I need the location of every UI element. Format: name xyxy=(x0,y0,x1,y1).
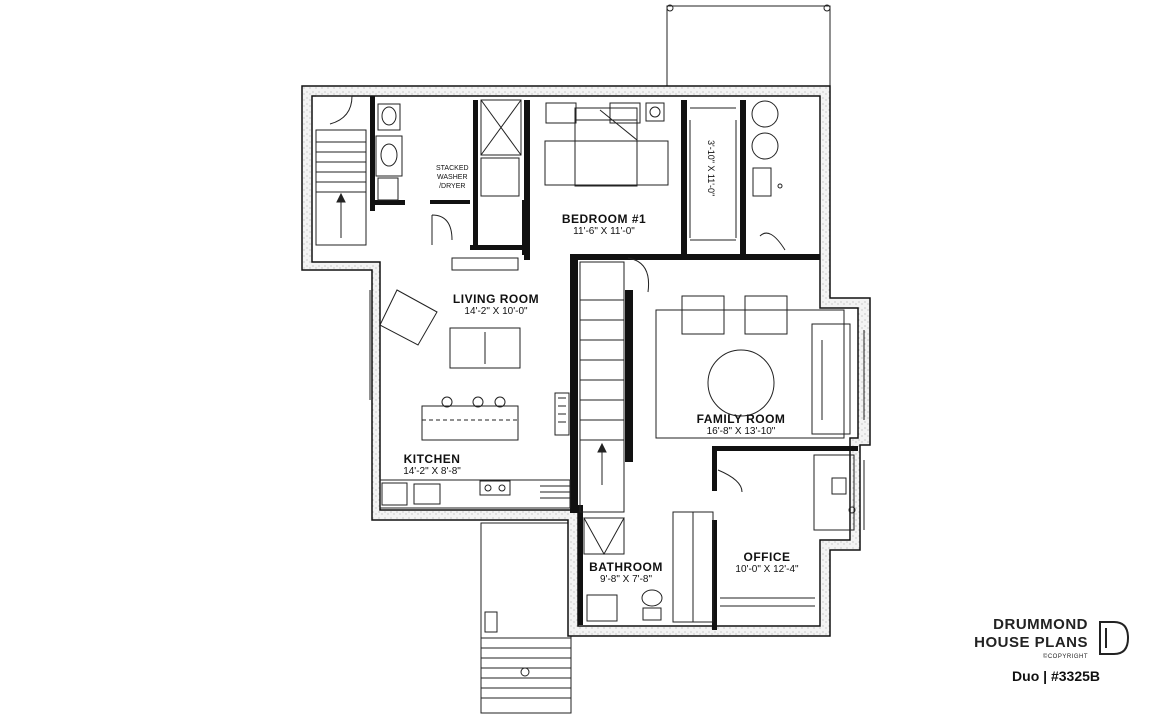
bedroom-name: BEDROOM #1 xyxy=(561,212,647,226)
office-dims: 10'-0" X 12'-4" xyxy=(735,564,799,575)
family-room-dims: 16'-8" X 13'-10" xyxy=(706,426,776,437)
living-room-name: LIVING ROOM xyxy=(452,292,540,306)
center-stairs xyxy=(579,261,625,513)
office-furniture xyxy=(717,454,856,607)
kitchen-name: KITCHEN xyxy=(403,452,461,466)
office-name: OFFICE xyxy=(743,550,791,564)
bathroom-name: BATHROOM xyxy=(589,560,663,574)
bathroom-dims: 9'-8" X 7'-8" xyxy=(599,574,653,585)
family-furniture xyxy=(627,257,851,439)
living-furniture xyxy=(379,257,570,441)
brand-copyright: ©COPYRIGHT xyxy=(1042,654,1088,660)
top-bath-fixtures xyxy=(375,99,522,245)
bedroom-furniture xyxy=(544,102,669,187)
interior-floor xyxy=(311,95,859,627)
kitchen-counter xyxy=(379,479,571,509)
bedroom-dims: 11'-6" X 11'-0" xyxy=(573,226,635,237)
windows xyxy=(369,290,865,530)
brand-line-2: HOUSE PLANS xyxy=(974,634,1088,651)
brand-block: DRUMMOND HOUSE PLANS ©COPYRIGHT Duo | #3… xyxy=(960,612,1140,692)
plan-id: Duo | #3325B xyxy=(1012,668,1100,684)
bottom-stairs xyxy=(480,522,572,714)
interior-walls xyxy=(370,96,858,630)
top-deck xyxy=(666,4,831,87)
brand-logo-icon xyxy=(1099,621,1130,655)
closet xyxy=(689,107,737,241)
brand-line-1: DRUMMOND xyxy=(993,616,1088,633)
family-room-name: FAMILY ROOM xyxy=(696,412,786,426)
left-stairs xyxy=(315,95,367,246)
kitchen-dims: 14'-2" X 8'-8" xyxy=(403,466,461,477)
washer-dryer-label: STACKED WASHER /DRYER xyxy=(436,165,469,190)
bottom-bath-fixtures xyxy=(583,511,714,623)
living-room-dims: 14'-2" X 10'-0" xyxy=(464,306,528,317)
closet-dims: 3'-10" X 11'-0" xyxy=(706,140,716,197)
storage-fixtures xyxy=(751,100,786,251)
